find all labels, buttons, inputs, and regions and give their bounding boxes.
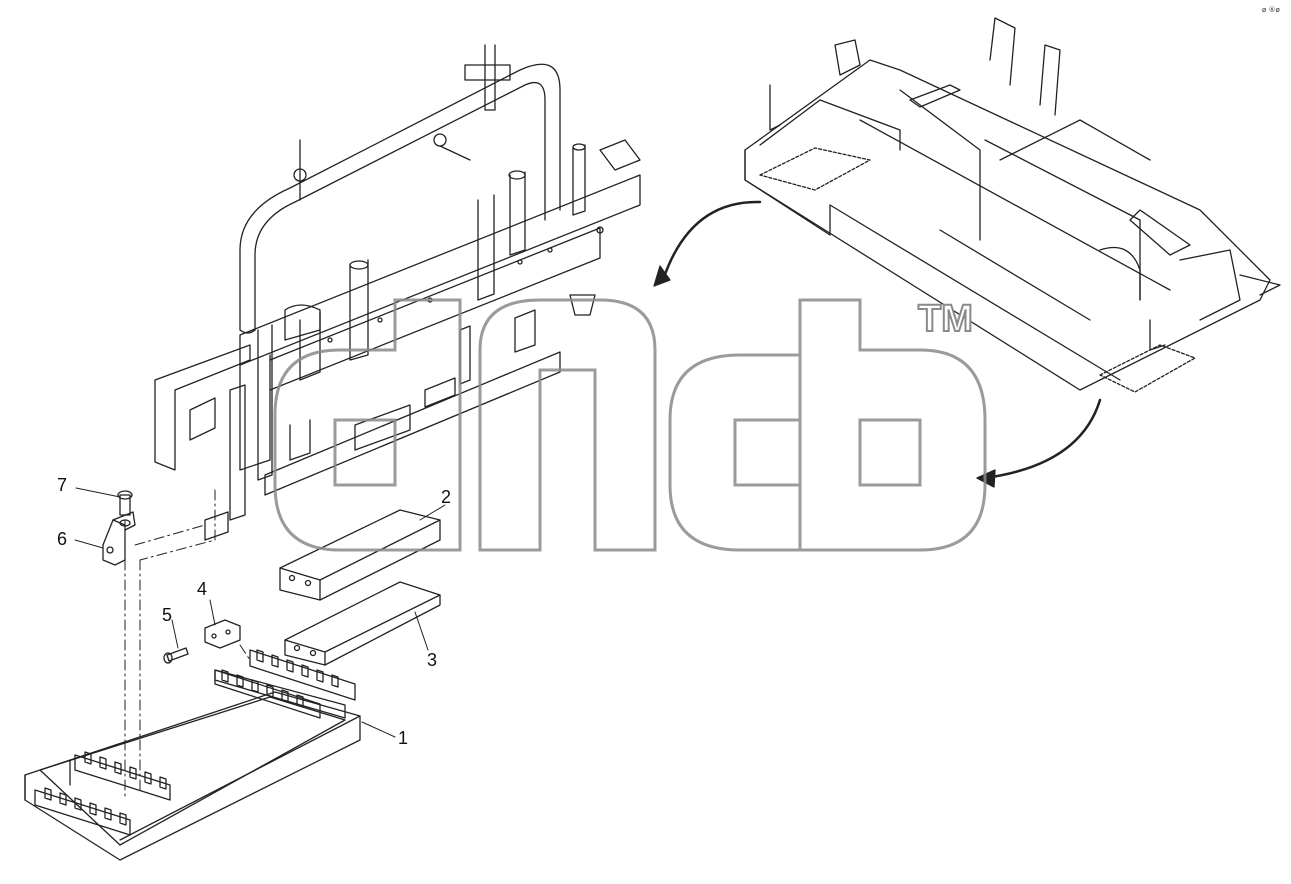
drawing-code: ø ®ø <box>1262 6 1280 14</box>
leader-lines <box>74 487 446 738</box>
watermark-logo <box>273 298 987 552</box>
curved-arrow-icon <box>976 398 1102 488</box>
cover-plate-upper <box>279 509 441 601</box>
bolt-7 <box>117 490 133 516</box>
callout-1: 1 <box>398 728 409 748</box>
clamp-bracket <box>204 619 241 649</box>
platform-tray <box>24 649 361 861</box>
alignment-lines <box>124 489 251 801</box>
curved-arrow-icon <box>653 200 762 287</box>
side-plate-assembly <box>154 44 641 541</box>
callout-7: 7 <box>57 475 68 495</box>
callout-6: 6 <box>57 529 68 549</box>
paver-overview <box>744 17 1281 393</box>
slot-comb-rear <box>214 649 356 719</box>
cover-plate-lower <box>284 581 441 666</box>
clip-6 <box>102 511 136 566</box>
watermark-tm: TM <box>917 297 974 341</box>
callout-5: 5 <box>162 605 173 625</box>
callout-2: 2 <box>441 487 452 507</box>
callout-3: 3 <box>427 650 438 670</box>
bolt-5 <box>163 647 189 664</box>
slot-comb-front <box>34 751 171 836</box>
callout-4: 4 <box>197 579 208 599</box>
